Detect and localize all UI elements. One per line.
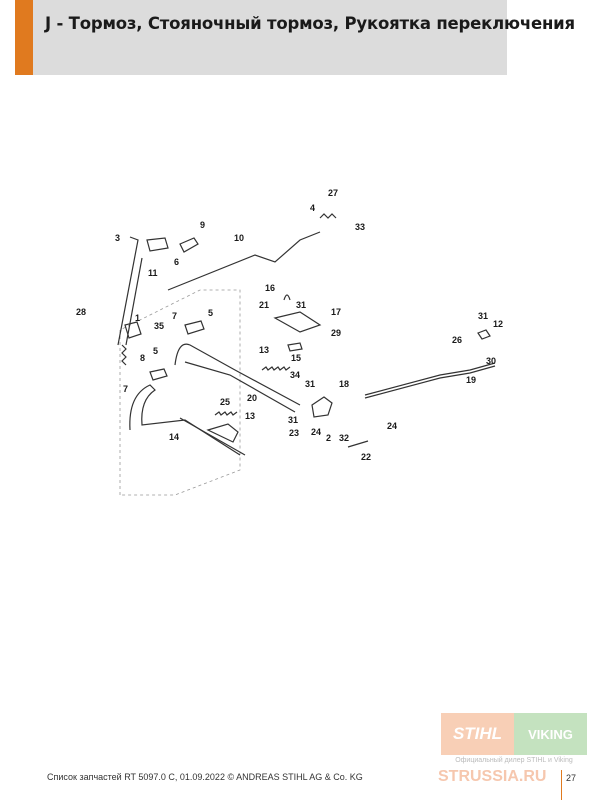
callout-label: 24: [311, 427, 321, 437]
viking-logo: VIKING: [514, 713, 587, 755]
part-9-knob: [179, 237, 199, 253]
part-15: [287, 342, 303, 352]
callout-label: 30: [486, 356, 496, 366]
page-number: 27: [566, 773, 577, 783]
part-4-spring: [319, 213, 337, 219]
part-5b-pad: [149, 368, 168, 381]
page-divider: [561, 770, 562, 800]
callout-label: 26: [452, 335, 462, 345]
callout-label: 35: [154, 321, 164, 331]
callout-label: 3: [115, 233, 120, 243]
diagram-parts: [117, 213, 496, 496]
stihl-logo: STIHL: [441, 713, 514, 755]
part-3-rod: [117, 236, 139, 346]
callout-label: 31: [478, 311, 488, 321]
callout-label: 18: [339, 379, 349, 389]
callout-label: 27: [328, 188, 338, 198]
part-11-rod: [125, 257, 143, 346]
callout-label: 16: [265, 283, 275, 293]
callout-label: 13: [259, 345, 269, 355]
callout-label: 4: [310, 203, 315, 213]
callout-label: 31: [288, 415, 298, 425]
part-20-shaft-b: [184, 361, 296, 413]
part-22: [347, 440, 369, 448]
callout-label: 31: [305, 379, 315, 389]
part-5-pad: [184, 320, 205, 335]
callout-label: 17: [331, 307, 341, 317]
part-13b-spring: [214, 411, 238, 416]
part-labels: 27 4 33 9 3 10 6 11 16 21 31 17 28 1 5 7…: [76, 188, 503, 462]
callout-label: 5: [153, 346, 158, 356]
callout-label: 5: [208, 308, 213, 318]
accent-bar: [15, 0, 33, 75]
callout-label: 15: [291, 353, 301, 363]
callout-label: 8: [140, 353, 145, 363]
callout-label: 7: [123, 384, 128, 394]
stihl-viking-logo: STIHL VIKING: [441, 713, 587, 755]
callout-label: 32: [339, 433, 349, 443]
callout-label: 24: [387, 421, 397, 431]
dealer-text: Официальный дилер STIHL и Viking: [455, 757, 573, 764]
callout-label: 7: [172, 311, 177, 321]
page-title: J - Тормоз, Стояночный тормоз, Рукоятка …: [45, 14, 575, 33]
callout-label: 19: [466, 375, 476, 385]
part-6-pad: [146, 237, 169, 252]
part-25-bracket: [206, 423, 239, 443]
part-14-arm: [129, 384, 241, 456]
callout-label: 25: [220, 397, 230, 407]
callout-label: 13: [245, 411, 255, 421]
callout-label: 9: [200, 220, 205, 230]
callout-label: 10: [234, 233, 244, 243]
callout-label: 14: [169, 432, 179, 442]
callout-label: 33: [355, 222, 365, 232]
part-18: [311, 396, 333, 418]
callout-label: 6: [174, 257, 179, 267]
site-watermark: STRUSSIA.RU: [438, 768, 547, 785]
callout-label: 29: [331, 328, 341, 338]
part-21-bracket: [273, 311, 322, 333]
part-19-rod: [364, 362, 496, 396]
callout-label: 12: [493, 319, 503, 329]
part-1: [124, 321, 142, 339]
part-14-rod: [179, 417, 246, 456]
dashed-outline: [119, 289, 241, 496]
callout-label: 31: [296, 300, 306, 310]
part-8-spring: [121, 344, 127, 366]
callout-label: 1: [135, 313, 140, 323]
callout-label: 20: [247, 393, 257, 403]
callout-label: 22: [361, 452, 371, 462]
part-16-spring: [283, 294, 291, 301]
part-13-spring: [261, 366, 291, 371]
footer-text: Список запчастей RT 5097.0 C, 01.09.2022…: [47, 772, 363, 782]
callout-label: 28: [76, 307, 86, 317]
callout-label: 11: [148, 268, 158, 278]
header-band: [15, 0, 507, 75]
part-20-shaft: [174, 343, 301, 406]
part-12: [477, 329, 491, 340]
callout-label: 21: [259, 300, 269, 310]
callout-label: 2: [326, 433, 331, 443]
callout-label: 23: [289, 428, 299, 438]
callout-label: 34: [290, 370, 300, 380]
part-10-rod: [167, 231, 321, 291]
part-19-rod-b: [364, 365, 496, 399]
